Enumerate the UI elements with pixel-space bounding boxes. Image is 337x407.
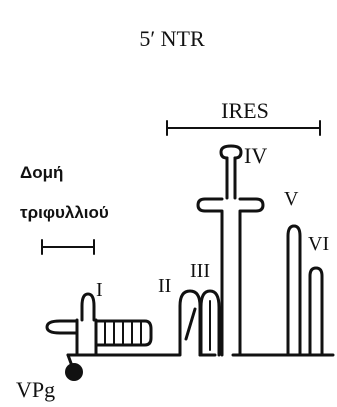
domain-v-stem-loop (286, 224, 302, 357)
domain-i-label: I (96, 279, 103, 301)
domain-vi-stem-loop (308, 266, 324, 357)
vpg-label: VPg (16, 377, 55, 402)
domain-vi-label: VI (308, 233, 329, 255)
domain-iii-stem-loop (199, 289, 221, 357)
domain-iii-label: III (190, 260, 210, 282)
domain-iv-label: IV (244, 143, 267, 168)
diagram-title: 5′ NTR (139, 26, 205, 51)
ires-bracket (166, 120, 321, 136)
cloverleaf-label-line2: τριφυλλιού (20, 203, 109, 222)
domain-ii-stem-loop (178, 289, 202, 357)
ires-label: IRES (221, 98, 269, 123)
domain-ii-label: II (158, 275, 171, 297)
domain-v-label: V (284, 188, 299, 210)
cloverleaf-label-line1: Δομή (20, 163, 63, 182)
domain-iv-stem-loop (196, 144, 265, 357)
cloverleaf-bracket (41, 239, 95, 255)
vpg-protein-dot (65, 363, 83, 381)
domain-i-cloverleaf (45, 292, 153, 357)
vpg-link (66, 353, 74, 368)
